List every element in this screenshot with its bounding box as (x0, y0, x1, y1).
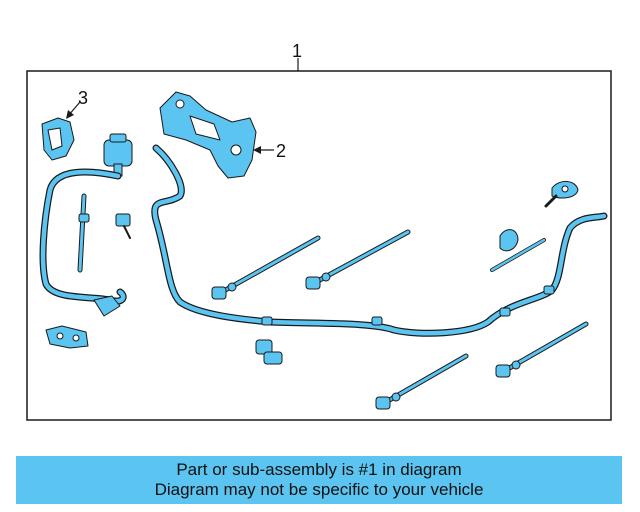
vent-valve (103, 133, 133, 177)
sensor-lead-3 (375, 353, 469, 410)
harness-clip (261, 316, 273, 326)
callout-3-label: 3 (78, 88, 88, 108)
bracket-part-3 (41, 117, 75, 161)
mount-bracket-part-2 (159, 91, 257, 179)
banner-line-2: Diagram may not be specific to your vehi… (154, 480, 484, 499)
harness-clip (543, 285, 555, 295)
parts-diagram: 1 2 3 (26, 41, 612, 421)
hose-main-fill (152, 145, 607, 336)
sensor-lead-4 (495, 321, 589, 378)
callout-2-arrow (253, 146, 261, 154)
sensor-plug (255, 339, 283, 365)
clip-right (490, 229, 546, 272)
callout-3-arrow (66, 110, 74, 119)
harness-clip (499, 307, 511, 317)
callout-2-label: 2 (276, 141, 286, 161)
assembly-frame (26, 70, 612, 421)
sensor-vertical-left (77, 193, 90, 273)
grommet-right (544, 181, 579, 208)
info-banner: Part or sub-assembly is #1 in diagram Di… (16, 456, 622, 504)
callout-1-label: 1 (292, 41, 302, 61)
bracket-bottom-left (45, 325, 89, 349)
hose-end-connector (93, 295, 121, 317)
sensor-lead-2 (305, 229, 411, 290)
banner-line-1: Part or sub-assembly is #1 in diagram (176, 460, 462, 479)
harness-clip (371, 316, 383, 326)
connector-small (115, 213, 131, 239)
hose-main (151, 144, 608, 337)
sensor-lead-1 (211, 235, 321, 300)
